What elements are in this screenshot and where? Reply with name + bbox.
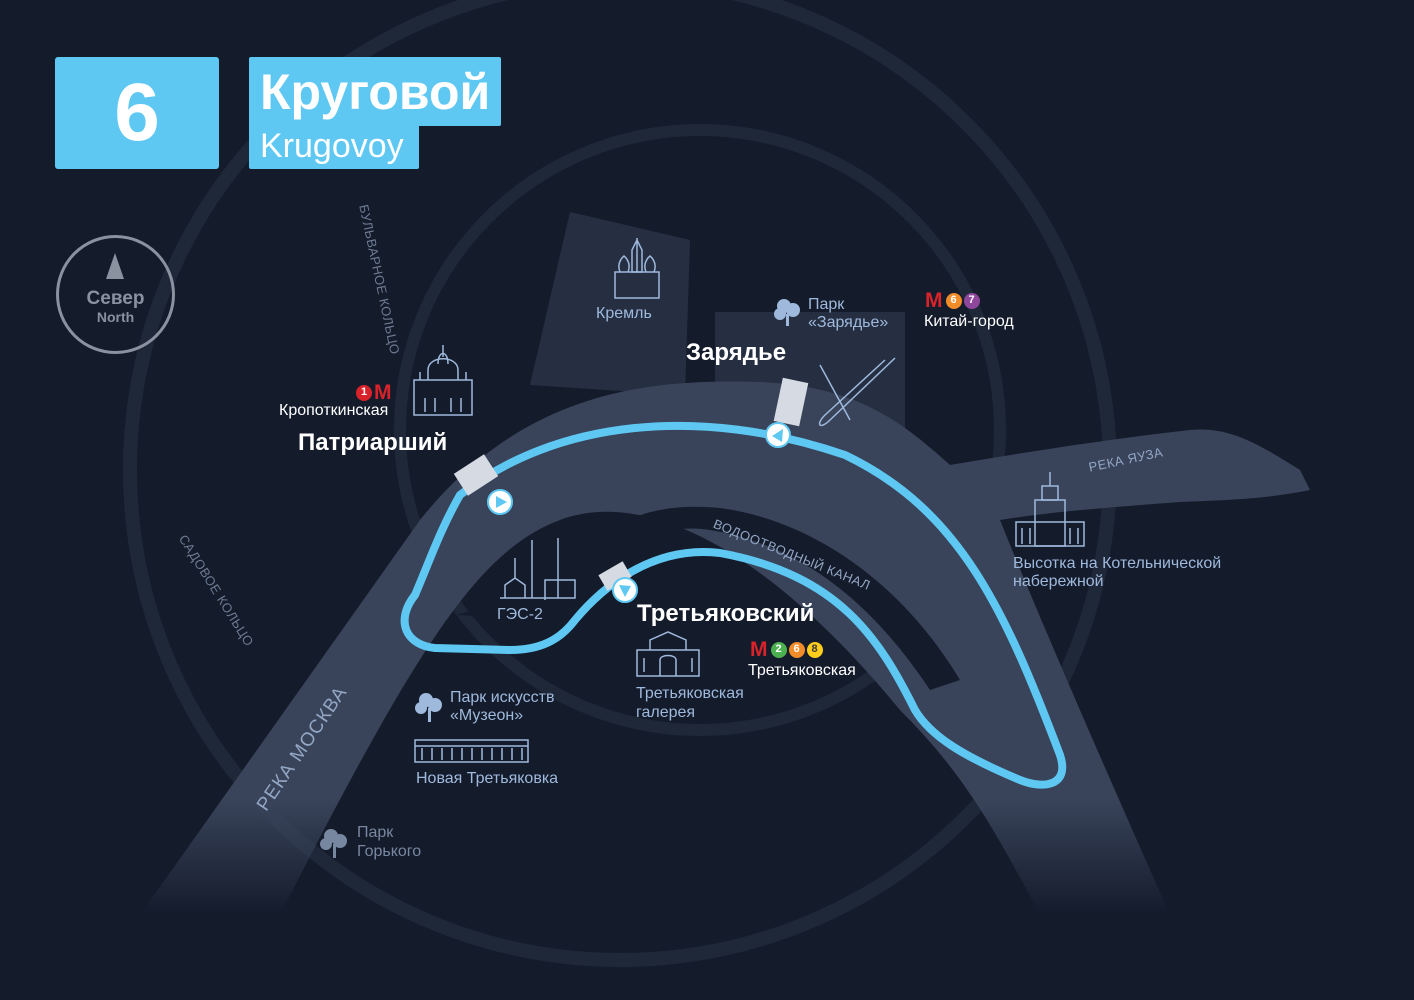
tree-icon-muzeon: [415, 693, 442, 722]
metro-icon: M: [750, 638, 768, 661]
zaryadye-park-label-2: «Зарядье»: [808, 314, 889, 331]
gallery-icon: [636, 631, 700, 677]
metro-line-badge: 2: [770, 641, 787, 658]
route-name-ru-box: Круговой: [249, 57, 502, 126]
metro-line-badge: 7: [963, 292, 980, 309]
gorky-park-label-2: Горького: [357, 843, 422, 860]
metro-line-badge: 6: [788, 641, 805, 658]
kotelnicheskaya-label-2: набережной: [1013, 573, 1104, 590]
metro-line-badge: 8: [806, 641, 823, 658]
ges2-label: ГЭС-2: [497, 606, 543, 623]
tretyakov-gallery-label-2: галерея: [636, 704, 696, 721]
route-name-en-box: Krugovoy: [249, 122, 419, 169]
gorky-park-label-1: Парк: [357, 824, 394, 841]
stop-marker-tretyakovskiy[interactable]: [612, 577, 638, 603]
zaryadye-park-label-1: Парк: [808, 296, 845, 313]
metro-badges-tretyakovskaya: M 2 6 8: [750, 639, 823, 660]
pier-tretyakovskiy: [598, 561, 632, 591]
compass: Север North: [56, 235, 175, 354]
compass-label-en: North: [96, 309, 135, 325]
metro-icon: M: [374, 381, 392, 404]
muzeon-label-2: «Музеон»: [450, 707, 524, 724]
metro-label-kropotkinskaya: Кропоткинская: [279, 402, 389, 419]
stop-label-patriarshiy[interactable]: Патриарший: [298, 429, 448, 456]
new-tretyakov-label: Новая Третьяковка: [416, 770, 559, 787]
metro-line-badge: 1: [356, 384, 372, 401]
pier-zaryadye: [773, 377, 809, 427]
drainage-canal: [455, 506, 960, 690]
kremlin-label: Кремль: [596, 305, 652, 322]
bridge-icon: [818, 357, 896, 427]
route-number: 6: [114, 67, 160, 158]
compass-label-ru: Север: [86, 288, 145, 309]
kremlin-block: [530, 212, 690, 395]
metro-icon: M: [925, 289, 943, 312]
stop-label-zaryadye[interactable]: Зарядье: [686, 339, 787, 366]
route-name-en: Krugovoy: [260, 126, 404, 165]
metro-label-kitay-gorod: Китай-город: [924, 313, 1014, 330]
pier-patriarshiy: [453, 454, 499, 496]
metro-badges-kropotkinskaya: 1 M: [356, 382, 393, 403]
tretyakov-gallery-label-1: Третьяковская: [636, 685, 744, 702]
north-arrow-icon: [106, 253, 124, 279]
ges2-icon: [500, 538, 576, 600]
highrise-icon: [1015, 472, 1085, 547]
tree-icon-gorky: [320, 829, 347, 858]
stop-marker-patriarshiy[interactable]: [487, 489, 513, 515]
new-tretyakov-icon: [414, 739, 529, 763]
stop-label-tretyakovskiy[interactable]: Третьяковский: [637, 600, 815, 627]
route-name-ru: Круговой: [260, 63, 491, 120]
boulevard-ring-road: [394, 124, 1006, 736]
route-number-box: 6: [55, 57, 219, 169]
tree-icon-zaryadye: [774, 299, 800, 326]
stop-marker-zaryadye[interactable]: [765, 422, 791, 448]
st-basils-icon: [614, 238, 660, 299]
metro-line-badge: 6: [945, 292, 962, 309]
metro-label-tretyakovskaya: Третьяковская: [748, 662, 856, 679]
route-loop: [400, 421, 1067, 789]
metro-badges-kitay-gorod: M 6 7: [925, 290, 980, 311]
cathedral-icon: [413, 345, 473, 416]
muzeon-label-1: Парк искусств: [450, 689, 555, 706]
kotelnicheskaya-label-1: Высотка на Котельнической: [1013, 555, 1222, 572]
